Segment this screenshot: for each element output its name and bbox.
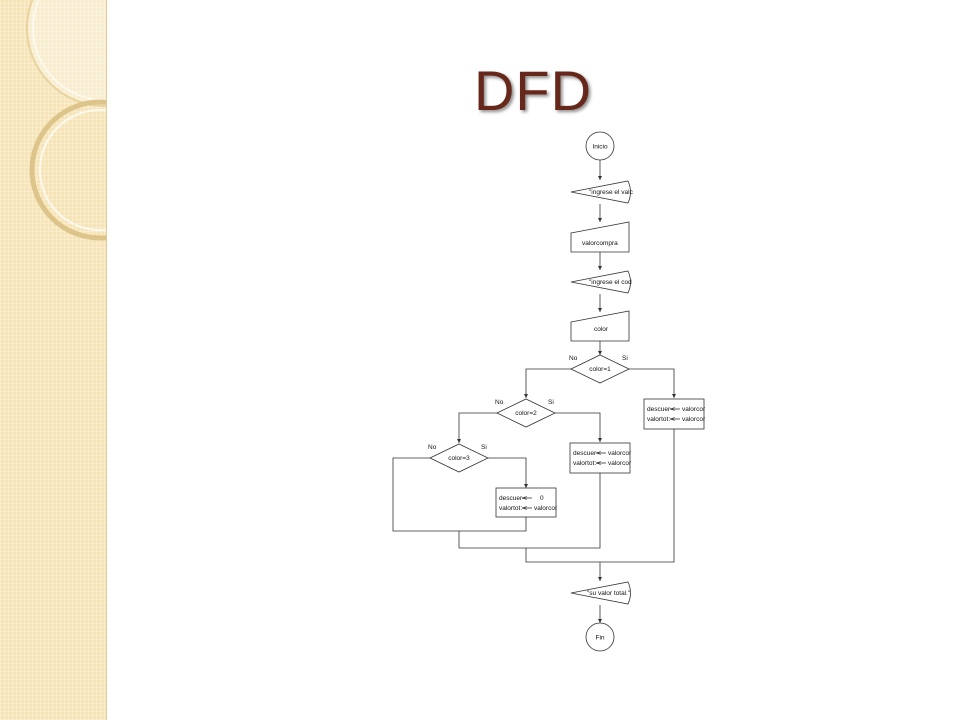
read-color-label: color: [594, 326, 609, 333]
assign-2-var-b: valortot:: [573, 460, 596, 467]
output-total: "su valor total.": [570, 581, 631, 605]
prompt-code-label: "ingrese el cod: [589, 279, 632, 286]
start-node: Inicio: [585, 131, 615, 161]
decision-1-label: color=1: [589, 366, 611, 373]
assign-2-var-a: descuer: [573, 450, 597, 457]
decision-color-2: color=2 No Si: [495, 398, 556, 428]
decorative-circles: [26, 0, 106, 241]
output-prompt-code: "ingrese el cod: [570, 270, 632, 294]
decorative-sidebar: [0, 0, 107, 720]
assign-2-val-a: valorcor: [608, 450, 632, 457]
decision-color-1: color=1 No Si: [569, 354, 630, 384]
decision-2-si: Si: [548, 399, 554, 406]
input-valorcompra: valorcompra: [570, 221, 630, 253]
assign-3-var-b: valortot:: [499, 505, 522, 512]
decision-3-no: No: [428, 444, 437, 451]
assign-3-var-a: descuer: [499, 495, 523, 502]
assign-2-val-b: valorcor: [608, 460, 632, 467]
assign-3-val-a: 0: [540, 495, 544, 502]
decision-2-label: color=2: [515, 410, 537, 417]
assign-1-var-b: valortot:: [647, 416, 670, 423]
start-label: Inicio: [592, 144, 608, 151]
assign-1-val-a: valorcor: [682, 406, 706, 413]
decision-2-no: No: [495, 399, 504, 406]
decision-1-no: No: [569, 355, 578, 362]
assignment-box-3: descuer 0 valortot: valorcor: [495, 487, 558, 518]
decision-color-3: color=3 No Si: [428, 443, 489, 473]
output-total-label: "su valor total.": [587, 590, 631, 597]
output-prompt-value: "ingrese el valc: [570, 180, 634, 204]
connector-lines: [392, 160, 676, 623]
decision-3-si: Si: [481, 444, 487, 451]
assign-3-val-b: valorcor: [534, 505, 558, 512]
prompt-value-label: "ingrese el valc: [589, 189, 634, 196]
decision-3-label: color=3: [448, 455, 470, 462]
read-value-label: valorcompra: [582, 240, 618, 247]
assignment-box-1: descuer valorcor valortot: valorcor: [643, 398, 706, 430]
end-label: Fin: [595, 635, 604, 642]
slide-title: DFD: [473, 59, 593, 122]
input-color: color: [570, 310, 630, 342]
assign-1-var-a: descuer: [647, 406, 671, 413]
assign-1-val-b: valorcor: [682, 416, 706, 423]
end-node: Fin: [585, 622, 615, 652]
decision-1-si: Si: [622, 355, 628, 362]
assignment-box-2: descuer valorcor valortot: valorcor: [569, 442, 632, 474]
